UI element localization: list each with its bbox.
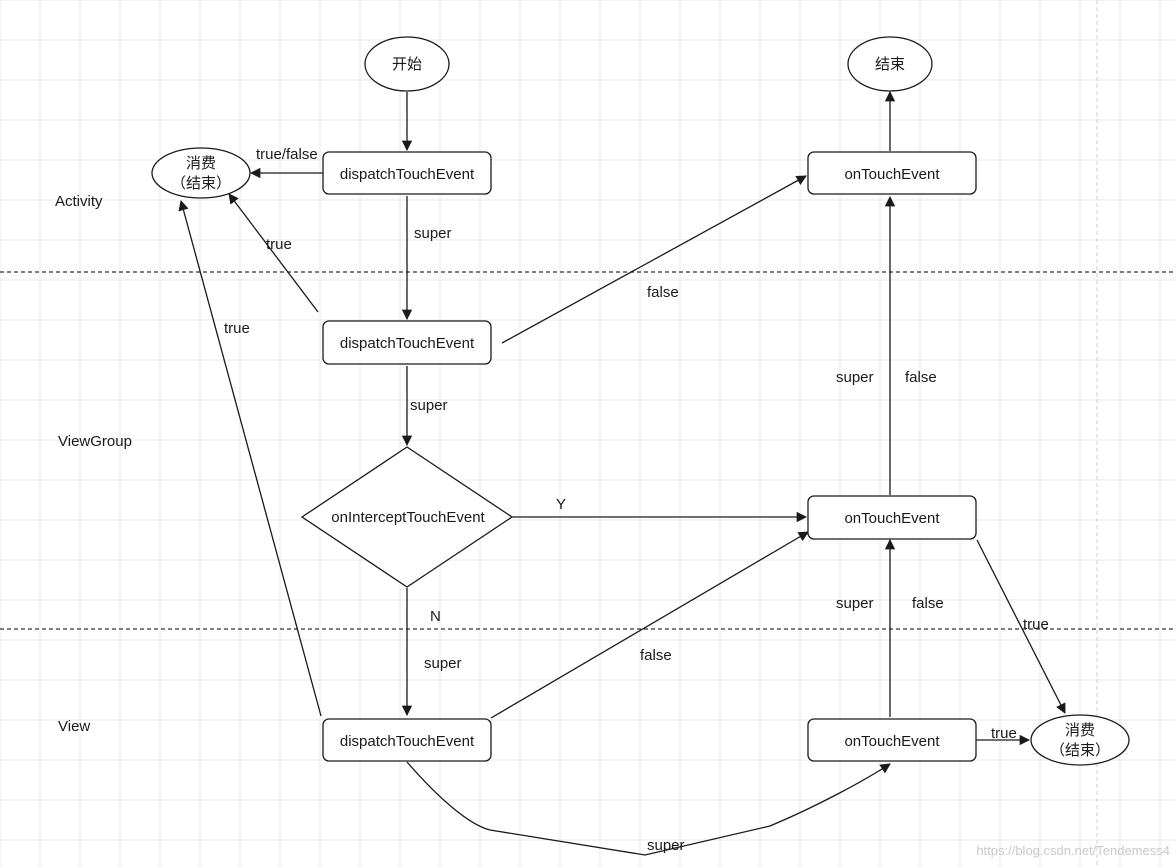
edge-view-dispatch-true bbox=[178, 199, 322, 717]
node-activity-ontouch: onTouchEvent bbox=[807, 151, 977, 195]
edge-label-viewgroup-false: false bbox=[647, 284, 679, 301]
node-view-ontouch-label: onTouchEvent bbox=[844, 733, 940, 750]
node-consume-top: 消费 （结束） bbox=[151, 147, 251, 199]
edge-label-vg-ontouch-true: true bbox=[1023, 616, 1049, 633]
lane-label-activity: Activity bbox=[55, 193, 103, 210]
node-viewgroup-intercept-label: onInterceptTouchEvent bbox=[331, 509, 485, 526]
edge-label-intercept-y: Y bbox=[556, 496, 566, 513]
node-view-dispatch-label: dispatchTouchEvent bbox=[340, 733, 475, 750]
lane-label-view: View bbox=[58, 718, 90, 735]
node-consume-top-line1: 消费 bbox=[186, 155, 216, 172]
edge-view-dispatch-super bbox=[406, 761, 891, 856]
node-consume-bottom: 消费 （结束） bbox=[1030, 714, 1130, 766]
node-consume-bottom-line2: （结束） bbox=[1050, 742, 1110, 759]
edge-label-vg-up-false: false bbox=[905, 369, 937, 386]
edge-label-view-ontouch-true: true bbox=[991, 725, 1017, 742]
node-viewgroup-ontouch: onTouchEvent bbox=[807, 495, 977, 540]
edge-label-true-false: true/false bbox=[256, 146, 318, 163]
edge-label-bottom-super: super bbox=[647, 837, 685, 854]
edge-label-viewgroup-true: true bbox=[266, 236, 292, 253]
lane-label-viewgroup: ViewGroup bbox=[58, 433, 132, 450]
node-view-dispatch: dispatchTouchEvent bbox=[322, 718, 492, 762]
node-viewgroup-dispatch: dispatchTouchEvent bbox=[322, 320, 492, 365]
edge-view-dispatch-false bbox=[490, 531, 809, 719]
node-consume-top-line2: （结束） bbox=[171, 175, 231, 192]
watermark: https://blog.csdn.net/Tendemess4 bbox=[976, 843, 1170, 858]
node-activity-dispatch-label: dispatchTouchEvent bbox=[340, 166, 475, 183]
edge-label-view-up-false: false bbox=[912, 595, 944, 612]
node-end-label: 结束 bbox=[875, 56, 905, 73]
edge-label-viewgroup-super: super bbox=[410, 397, 448, 414]
node-view-ontouch: onTouchEvent bbox=[807, 718, 977, 762]
node-viewgroup-dispatch-label: dispatchTouchEvent bbox=[340, 335, 475, 352]
node-start: 开始 bbox=[364, 36, 450, 92]
node-activity-ontouch-label: onTouchEvent bbox=[844, 166, 940, 183]
edge-label-vg-up-super: super bbox=[836, 369, 874, 386]
node-consume-bottom-line1: 消费 bbox=[1065, 722, 1095, 739]
node-viewgroup-ontouch-label: onTouchEvent bbox=[844, 510, 940, 527]
node-viewgroup-intercept: onInterceptTouchEvent bbox=[300, 446, 514, 588]
edge-label-view-true: true bbox=[224, 320, 250, 337]
edge-label-activity-super: super bbox=[414, 225, 452, 242]
node-start-label: 开始 bbox=[392, 56, 422, 73]
edge-vg-ontouch-true bbox=[976, 539, 1066, 714]
edge-viewgroup-dispatch-true bbox=[228, 193, 319, 313]
node-end: 结束 bbox=[847, 36, 933, 92]
node-activity-dispatch: dispatchTouchEvent bbox=[322, 151, 492, 195]
edge-label-intercept-n: N bbox=[430, 608, 441, 625]
edge-label-view-false: false bbox=[640, 647, 672, 664]
edge-viewgroup-dispatch-false bbox=[501, 175, 807, 344]
edge-label-view-up-super: super bbox=[836, 595, 874, 612]
edge-label-view-super: super bbox=[424, 655, 462, 672]
